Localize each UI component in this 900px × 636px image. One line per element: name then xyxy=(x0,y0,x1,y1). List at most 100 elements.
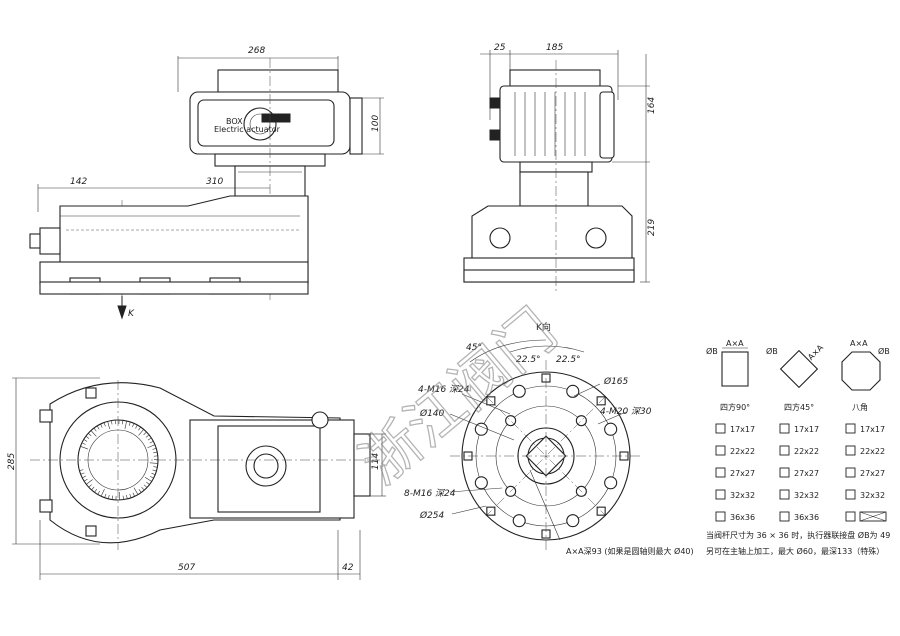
scale-tick xyxy=(79,469,84,471)
scale-tick xyxy=(111,495,113,500)
scale-tick xyxy=(147,444,156,449)
scale-tick xyxy=(88,433,92,437)
side-view: 25 185 164 219 xyxy=(463,43,657,292)
scale-tick xyxy=(138,489,142,493)
bolt-hole xyxy=(512,384,526,398)
checkbox xyxy=(715,467,726,478)
scale-tick xyxy=(129,493,132,498)
size-cell: 32x32 xyxy=(860,491,885,500)
size-cell: 22x22 xyxy=(730,447,755,456)
checkbox xyxy=(845,489,856,500)
scale-tick xyxy=(152,469,157,472)
scale-tick xyxy=(107,421,111,430)
flange-title: K向 xyxy=(536,321,551,333)
checkbox xyxy=(715,489,726,500)
dia-165: Ø165 xyxy=(603,376,629,387)
shape-square-90-icon: ØB A×A xyxy=(706,339,749,387)
scale-tick xyxy=(93,427,97,432)
dim-310: 310 xyxy=(206,177,223,187)
scale-tick xyxy=(104,493,107,498)
dim-164: 164 xyxy=(647,97,657,114)
scale-tick xyxy=(111,420,113,425)
size-cell: 32x32 xyxy=(794,491,819,500)
scale-tick xyxy=(135,424,138,429)
bolt-hole xyxy=(604,476,618,490)
checkbox xyxy=(845,467,856,478)
dim-507: 507 xyxy=(178,563,195,573)
checkbox xyxy=(715,445,726,456)
dim-142: 142 xyxy=(70,177,87,187)
scale-tick xyxy=(82,475,86,479)
scale-tick xyxy=(96,425,100,430)
blank-cross xyxy=(859,511,887,522)
dim-114: 114 xyxy=(371,453,381,470)
shape-label-a1: A×A xyxy=(726,339,744,348)
scale-tick xyxy=(85,435,90,439)
scale-tick xyxy=(128,421,131,426)
size-cell: 17x17 xyxy=(860,425,885,434)
dim-100: 100 xyxy=(371,115,381,132)
scale-tick xyxy=(151,472,156,475)
dim-219: 219 xyxy=(647,219,657,236)
scale-tick xyxy=(149,462,158,464)
dia-254: Ø254 xyxy=(419,510,445,521)
size-cell: 27x27 xyxy=(794,469,819,478)
note-line-1: 当阀杆尺寸为 36 × 36 时，执行器联接盘 ØB为 49 xyxy=(706,530,890,540)
scale-tick xyxy=(145,434,150,438)
scale-tick xyxy=(103,422,106,427)
shape-label-a3: A×A xyxy=(850,339,868,348)
size-cell: 27x27 xyxy=(860,469,885,478)
checkbox xyxy=(779,445,790,456)
checkbox xyxy=(845,445,856,456)
scale-tick xyxy=(90,430,97,437)
bolt-hole xyxy=(566,514,580,528)
plan-view: 285 114 507 42 xyxy=(7,377,386,580)
scale-tick xyxy=(88,484,92,488)
shape-label-b1: ØB xyxy=(706,346,718,356)
front-view: 268 BOX Electric actuator 100 142 310 xyxy=(29,46,384,320)
size-cell: 17x17 xyxy=(794,425,819,434)
checkbox xyxy=(779,467,790,478)
shape-label-a2: A×A xyxy=(806,343,825,362)
size-cell: 32x32 xyxy=(730,491,755,500)
checkbox xyxy=(779,511,790,522)
size-cell: 22x22 xyxy=(860,447,885,456)
checkbox xyxy=(715,423,726,434)
scale-tick xyxy=(94,488,98,493)
scale-tick xyxy=(143,484,148,488)
checkbox xyxy=(779,423,790,434)
bolt-hole xyxy=(512,514,526,528)
scale-tick xyxy=(141,486,145,491)
scale-tick xyxy=(86,479,93,485)
scale-tick xyxy=(153,466,158,468)
note-line-2: 另可在主轴上加工，最大 Ø60，最深133（特殊） xyxy=(706,546,884,556)
dim-25: 25 xyxy=(494,43,506,53)
shape-square-45-icon: ØB A×A xyxy=(766,343,825,389)
shape-label-b3: ØB xyxy=(878,346,890,356)
hole-label-m20-30: 4-M20 深30 xyxy=(600,406,652,417)
scale-tick xyxy=(124,420,127,429)
col-header-octagon: 八角 xyxy=(852,402,868,412)
size-cell: 27x27 xyxy=(730,469,755,478)
hole-label-8-m16-24: 8-M16 深24 xyxy=(404,488,456,499)
shape-octagon-icon: A×A ØB xyxy=(841,339,890,391)
scale-tick xyxy=(100,423,103,428)
brand-sub: Electric actuator xyxy=(214,125,281,134)
scale-tick xyxy=(97,490,100,495)
angle-45: 45° xyxy=(466,343,482,353)
dim-285: 285 xyxy=(7,453,17,470)
checkbox xyxy=(845,511,856,522)
size-cell: 17x17 xyxy=(730,425,755,434)
depth-note: A×A深93 (如果是圆轴则最大 Ø40) xyxy=(566,546,694,556)
scale-tick xyxy=(149,440,154,444)
k-arrow-label: K xyxy=(128,309,135,319)
scale-tick xyxy=(149,476,154,479)
shaft-table: ØB A×A ØB A×A A×A ØB 四方90° 四方45° 八角 17x1… xyxy=(706,339,890,556)
size-cell: 36x36 xyxy=(730,513,755,522)
scale-tick xyxy=(80,472,85,475)
scale-tick xyxy=(122,495,124,500)
dim-185: 185 xyxy=(546,43,563,53)
angle-22-5-left: 22.5° xyxy=(516,355,541,365)
